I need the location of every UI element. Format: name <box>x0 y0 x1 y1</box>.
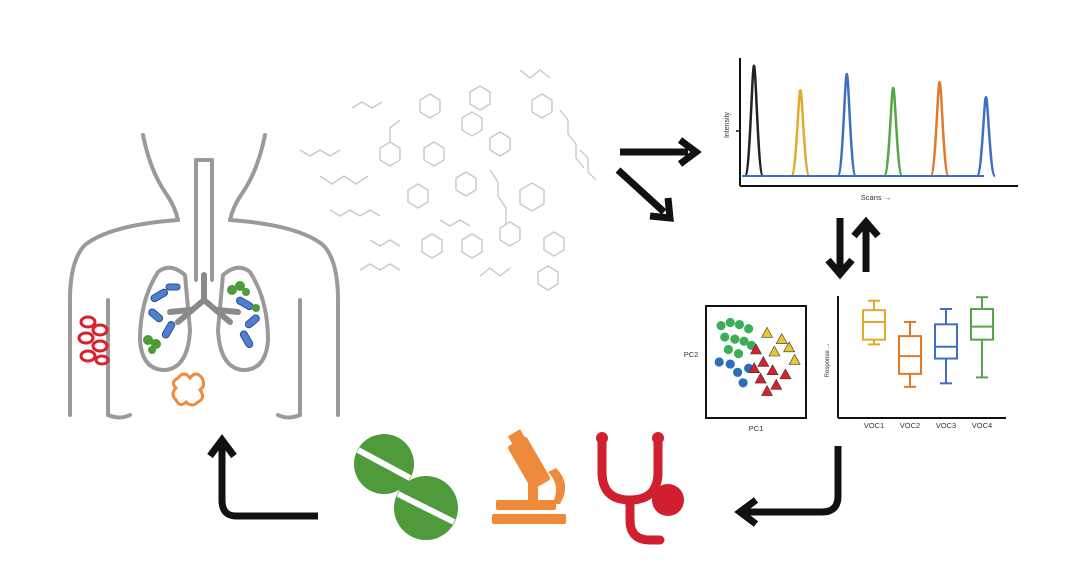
chromatogram-peaks <box>742 64 997 178</box>
chromatogram-peak-5 <box>929 80 950 178</box>
arrow-diagonal <box>615 167 667 215</box>
chromatogram-peak-2 <box>790 88 811 178</box>
chromatogram-ylabel: Intensity <box>724 111 731 138</box>
chromatogram-peak-4 <box>882 86 904 178</box>
pca-point-g1-4 <box>744 324 754 334</box>
pca-point-g4-4 <box>788 353 801 365</box>
chromatogram-peak-1 <box>743 64 765 178</box>
boxplot-label-voc2: VOC2 <box>900 421 920 430</box>
pca-point-g1-3 <box>734 319 745 330</box>
boxplot-panel: VOC1 VOC2 VOC3 VOC4 Response → <box>825 296 1006 430</box>
pca-point-g1-2 <box>725 317 735 328</box>
pca-point-g1-1 <box>716 321 726 331</box>
bacteria-icon <box>143 281 260 354</box>
pca-point-g3-7 <box>761 385 774 396</box>
pca-point-g2-5 <box>738 378 748 388</box>
pca-point-g3-2 <box>757 355 770 367</box>
pca-point-g4-2 <box>775 333 788 344</box>
pca-ylabel: PC2 <box>684 350 699 359</box>
pca-point-g2-1 <box>714 357 724 367</box>
red-bacteria-icon <box>77 315 110 366</box>
pca-points <box>714 317 801 396</box>
pca-point-g1-5 <box>720 332 730 342</box>
pca-point-g3-8 <box>748 362 761 373</box>
boxplot-label-voc1: VOC1 <box>864 421 884 430</box>
pca-point-g3-1 <box>749 343 763 355</box>
molecule-structures-icon <box>299 69 597 291</box>
chromatogram-peak-6 <box>975 95 997 178</box>
boxplot-boxes <box>862 296 994 388</box>
boxplot-box-voc3 <box>934 307 958 385</box>
chromatogram-xlabel: Scans → <box>861 193 891 202</box>
pca-point-g2-3 <box>733 367 743 377</box>
boxplot-box-voc4 <box>970 296 994 379</box>
pca-point-g1-9 <box>733 349 744 359</box>
flow-arrows <box>207 137 881 527</box>
chromatogram-peak-3 <box>836 72 858 178</box>
pca-point-g2-2 <box>725 359 735 369</box>
boxplot-label-voc3: VOC3 <box>936 421 956 430</box>
pca-point-g3-6 <box>779 368 792 380</box>
pca-point-g1-7 <box>739 336 749 346</box>
pca-point-g1-8 <box>723 344 734 355</box>
pca-point-g3-5 <box>770 378 783 390</box>
arrow-curve-right <box>744 446 842 516</box>
pca-point-g3-3 <box>766 364 779 376</box>
chromatogram-panel: Intensity Scans → <box>724 58 1018 202</box>
pca-point-g1-6 <box>730 334 740 344</box>
pca-point-g4-5 <box>768 345 781 357</box>
microscope-icon <box>492 429 566 524</box>
arrow-curve-left <box>218 444 318 520</box>
pills-icon <box>354 434 458 540</box>
pca-xlabel: PC1 <box>749 424 764 433</box>
boxplot-ylabel: Response → <box>825 343 831 378</box>
boxplot-category-labels: VOC1 VOC2 VOC3 VOC4 <box>864 421 992 430</box>
pca-panel: PC2 PC1 <box>684 305 807 433</box>
boxplot-box-voc1 <box>862 299 886 346</box>
boxplot-box-voc2 <box>898 320 922 388</box>
orange-bacteria-icon <box>171 372 206 407</box>
pca-point-g4-3 <box>783 341 796 353</box>
pca-point-g4-1 <box>761 326 774 338</box>
boxplot-label-voc4: VOC4 <box>972 421 992 430</box>
pca-point-g3-4 <box>754 372 767 384</box>
stethoscope-icon <box>596 432 684 545</box>
bronchi <box>167 272 241 325</box>
